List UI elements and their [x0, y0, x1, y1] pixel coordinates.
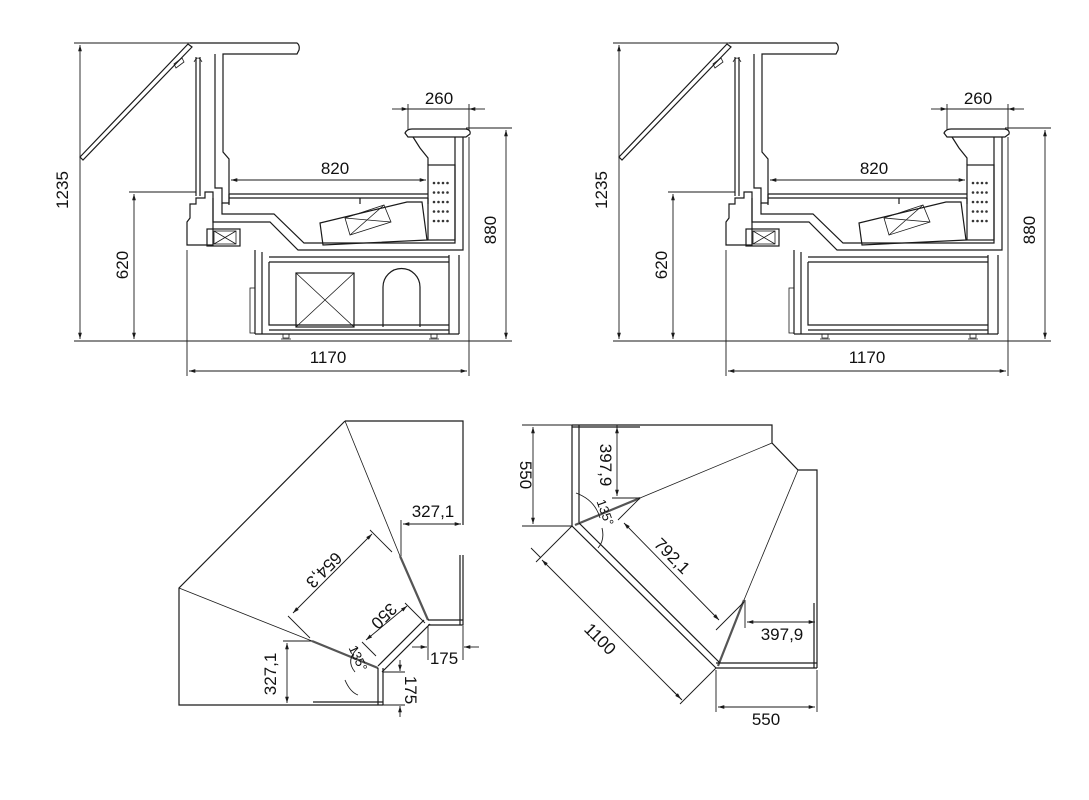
vent-dot	[441, 219, 445, 223]
drain-box	[745, 228, 780, 247]
vent-dot	[985, 181, 988, 185]
vent-dot	[976, 191, 979, 194]
vent-dot	[432, 210, 436, 213]
vent-dot	[437, 181, 440, 185]
side-view-body	[618, 42, 1010, 340]
dim-height-total: 1235	[592, 171, 611, 209]
dim-depth-total: 1170	[849, 348, 886, 367]
evaporator	[858, 201, 967, 246]
vent-dot	[976, 181, 979, 185]
side-view-right: 1235 620 880 1170 820 260	[592, 42, 1051, 376]
vent-dot	[446, 181, 449, 185]
vent-dot	[432, 181, 436, 185]
canopy	[729, 42, 839, 204]
display-deck	[767, 193, 968, 205]
vent-dot	[976, 200, 979, 204]
vent-dot	[971, 200, 975, 204]
vent-dot	[437, 191, 440, 194]
dim-base-width-v: 175	[401, 676, 420, 704]
side-control-panel	[966, 164, 995, 241]
vent-dot	[437, 219, 440, 223]
vent-dot	[971, 191, 975, 194]
dim-diagonal-front: 350	[367, 599, 400, 632]
dim-depth-shelf: 260	[425, 89, 453, 108]
dim-side-bottom: 550	[752, 710, 780, 729]
vent-dot	[976, 210, 979, 213]
dim-offset-right: 397,9	[761, 625, 804, 644]
side-view-left-dimensions: 1235 620 880 1170 820 260	[53, 42, 512, 376]
vent-dot	[446, 191, 449, 194]
dim-height-total: 1235	[53, 171, 72, 209]
vent-dot	[976, 219, 979, 223]
vent-dot	[437, 210, 440, 213]
arch-vent	[382, 267, 421, 327]
dim-offset-top: 327,1	[412, 502, 455, 521]
vent-dot	[980, 219, 984, 223]
corner-inner-plan: 327,1 654,3 350 135° 175 175 327,1	[178, 420, 479, 717]
side-view-left	[79, 42, 471, 340]
dim-base-width-h: 175	[430, 649, 458, 668]
display-deck	[228, 193, 429, 205]
base-cabinet	[254, 250, 460, 335]
vent-dot	[446, 210, 449, 213]
side-view-body	[79, 42, 471, 340]
glass-panel	[618, 43, 732, 161]
vent-dot	[441, 200, 445, 204]
vent-dot	[971, 210, 975, 213]
dim-angle: 135°	[594, 497, 617, 527]
vent-dot	[441, 191, 445, 194]
vent-dot	[985, 200, 988, 204]
drain-box	[206, 228, 241, 247]
vent-dot	[432, 200, 436, 204]
vent-dot	[971, 181, 975, 185]
vent-dot	[437, 200, 440, 204]
canopy	[190, 42, 300, 204]
vent-dot	[985, 191, 988, 194]
vent-dot	[432, 191, 436, 194]
vent-dot	[441, 210, 445, 213]
compressor-box	[295, 272, 355, 328]
dim-height-counter: 620	[652, 251, 671, 279]
dim-diagonal-front: 1100	[580, 619, 619, 658]
dim-side-left: 550	[516, 461, 535, 489]
vent-dot	[985, 210, 988, 213]
dim-height-body: 880	[481, 216, 500, 244]
vent-dot	[441, 181, 445, 185]
vent-dot	[432, 219, 436, 223]
top-shelf	[943, 128, 1010, 138]
corner-outer-plan: 550 397,9 135° 792,1 1100 397,9 550	[516, 424, 818, 729]
dim-diagonal-back: 654,3	[302, 548, 346, 592]
left-only-parts	[295, 267, 421, 328]
dim-height-body: 880	[1020, 216, 1039, 244]
dim-depth-display: 820	[321, 159, 349, 178]
vent-dot	[980, 191, 984, 194]
side-control-panel	[427, 164, 456, 241]
evaporator	[319, 201, 428, 246]
vent-dot	[980, 200, 984, 204]
vent-dot	[980, 181, 984, 185]
vent-dot	[980, 210, 984, 213]
vent-dot	[985, 219, 988, 223]
glass-panel	[79, 43, 193, 161]
vent-dot	[446, 219, 449, 223]
dim-depth-total: 1170	[310, 348, 347, 367]
dim-depth-display: 820	[860, 159, 888, 178]
dim-depth-shelf: 260	[964, 89, 992, 108]
base-cabinet	[793, 250, 999, 335]
dim-height-counter: 620	[113, 251, 132, 279]
dim-offset-left: 327,1	[261, 653, 280, 696]
top-shelf	[404, 128, 471, 138]
vent-dot	[446, 200, 449, 204]
vent-dot	[971, 219, 975, 223]
dim-offset-left: 397,9	[596, 444, 615, 487]
